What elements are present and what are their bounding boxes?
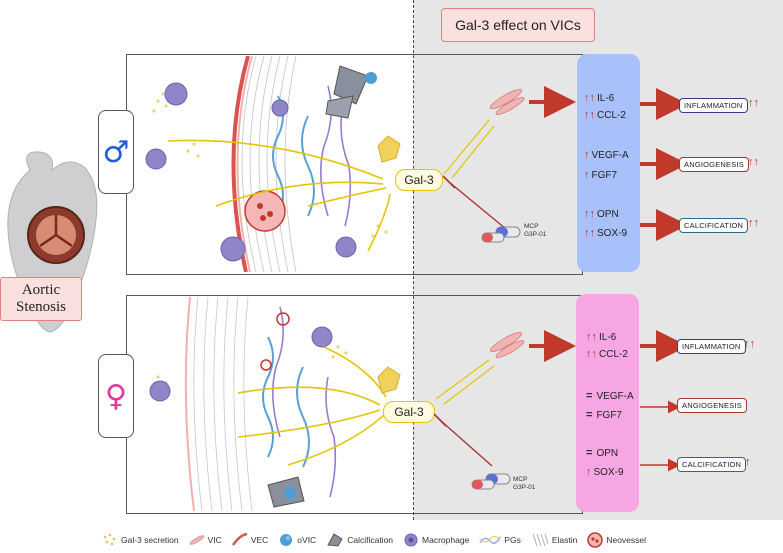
female-sox9-name: SOX-9 (593, 466, 624, 478)
male-opn-arrow: ↑↑ (584, 208, 595, 220)
male-inflammation-arrow: ↑↑ (748, 97, 759, 109)
female-angiogenesis-pill: ANGIOGENESIS (677, 398, 747, 413)
male-marker-ccl2: ↑↑ CCL-2 (584, 109, 626, 121)
female-marker-column (576, 294, 639, 512)
aortic-stenosis-label: Aortic Stenosis (0, 277, 82, 321)
male-sox9-arrow: ↑↑ (584, 227, 595, 239)
legend-neovessel: Neovessel (587, 532, 646, 548)
legend: Gal-3 secretion VIC VEC oVIC Calcificati… (102, 532, 646, 548)
female-calcification-arrow: ↑ (745, 456, 751, 468)
male-fgf7-arrow: ↑ (584, 169, 590, 181)
legend-label-neovessel: Neovessel (606, 535, 647, 545)
legend-label-pgs: PGs (504, 535, 521, 545)
female-symbol-box: ♀ (98, 354, 134, 438)
legend-vec: VEC (231, 533, 269, 547)
male-ccl2-arrow: ↑↑ (584, 109, 595, 121)
diagram-title: Gal-3 effect on VICs (441, 8, 595, 42)
pgs-icon (479, 535, 501, 544)
elastin-icon (532, 533, 549, 547)
macrophage-icon (404, 533, 418, 547)
female-opn-arrow: = (586, 447, 593, 459)
legend-label-gal3: Gal-3 secretion (121, 535, 179, 545)
male-gal3-label: Gal-3 (395, 169, 443, 191)
male-inflammation-pill: INFLAMMATION (679, 98, 748, 113)
female-marker-sox9: ↑ SOX-9 (586, 466, 624, 478)
male-angiogenesis-arrow: ↑↑ (748, 156, 759, 168)
legend-label-elastin: Elastin (551, 535, 578, 545)
male-marker-sox9: ↑↑ SOX-9 (584, 227, 627, 239)
female-marker-ccl2: ↑↑ CCL-2 (586, 348, 628, 360)
female-vegfa-arrow: = (586, 390, 593, 402)
female-inflammation-arrow: ↑↑ (744, 338, 755, 350)
male-fgf7-name: FGF7 (591, 169, 618, 181)
legend-macrophage: Macrophage (403, 533, 469, 547)
female-il6-name: IL-6 (599, 331, 617, 343)
male-marker-vegfa: ↑ VEGF-A (584, 149, 629, 161)
legend-pgs: PGs (479, 533, 521, 547)
female-marker-vegfa: = VEGF-A (586, 390, 634, 402)
female-fgf7-arrow: = (586, 409, 593, 421)
male-marker-fgf7: ↑ FGF7 (584, 169, 617, 181)
vic-icon (189, 535, 204, 545)
legend-label-calcification: Calcification (347, 535, 394, 545)
male-symbol-icon: ♂ (102, 134, 130, 170)
male-angiogenesis-pill: ANGIOGENESIS (679, 157, 749, 172)
female-ccl2-name: CCL-2 (599, 348, 628, 360)
female-vegfa-name: VEGF-A (596, 390, 634, 402)
legend-ovic: oVIC (278, 533, 316, 547)
male-inhibitor-mcp: MCP (524, 223, 539, 230)
male-inhibitor-label: MCP G3P-01 (524, 223, 546, 239)
calcification-icon (327, 533, 343, 547)
legend-vic: VIC (189, 533, 222, 547)
vec-icon (231, 533, 248, 546)
female-inhibitor-mcp: MCP (513, 476, 528, 483)
legend-label-vic: VIC (207, 535, 222, 545)
aortic-label-line2: Stenosis (15, 299, 66, 315)
male-vegfa-arrow: ↑ (584, 149, 590, 161)
ovic-icon (280, 534, 293, 546)
female-marker-fgf7: = FGF7 (586, 409, 622, 421)
male-marker-il6: ↑↑ IL-6 (584, 92, 614, 104)
female-inhibitor-g3p: G3P-01 (513, 484, 536, 491)
female-symbol-icon: ♀ (105, 378, 127, 414)
male-il6-arrow: ↑↑ (584, 92, 595, 104)
female-opn-name: OPN (596, 447, 619, 459)
neovessel-icon (587, 532, 604, 548)
male-opn-name: OPN (597, 208, 619, 220)
legend-elastin: Elastin (531, 533, 578, 547)
male-vegfa-name: VEGF-A (591, 149, 629, 161)
female-gal3-label: Gal-3 (383, 401, 435, 423)
female-tissue-illustration (149, 297, 401, 511)
aortic-label-line1: Aortic (21, 282, 61, 298)
male-sox9-name: SOX-9 (597, 227, 628, 239)
female-inhibitor-label: MCP G3P-01 (513, 476, 535, 492)
male-symbol-box: ♂ (98, 110, 134, 194)
female-marker-il6: ↑↑ IL-6 (586, 331, 616, 343)
dots-icon (103, 533, 116, 546)
female-fgf7-name: FGF7 (596, 409, 622, 421)
male-marker-opn: ↑↑ OPN (584, 208, 619, 220)
legend-gal3-secretion: Gal-3 secretion (102, 533, 179, 547)
female-sox9-arrow: ↑ (586, 466, 592, 478)
male-il6-name: IL-6 (597, 92, 615, 104)
female-marker-opn: = OPN (586, 447, 618, 459)
female-ccl2-arrow: ↑↑ (586, 348, 597, 360)
legend-label-macrophage: Macrophage (422, 535, 470, 545)
female-calcification-pill: CALCIFICATION (677, 457, 747, 472)
male-tissue-illustration (128, 56, 401, 272)
female-il6-arrow: ↑↑ (586, 331, 597, 343)
male-ccl2-name: CCL-2 (597, 109, 626, 121)
female-inflammation-pill: INFLAMMATION (677, 339, 746, 354)
legend-calcification: Calcification (326, 533, 393, 547)
male-calcification-arrow: ↑↑ (748, 217, 759, 229)
legend-label-vec: VEC (250, 535, 269, 545)
pathway-arrows (433, 86, 688, 490)
male-inhibitor-g3p: G3P-01 (524, 231, 547, 238)
legend-label-ovic: oVIC (297, 535, 317, 545)
dashed-divider (413, 0, 414, 520)
female-tissue-panel (126, 295, 415, 514)
male-calcification-pill: CALCIFICATION (679, 218, 749, 233)
male-marker-column (577, 54, 640, 272)
